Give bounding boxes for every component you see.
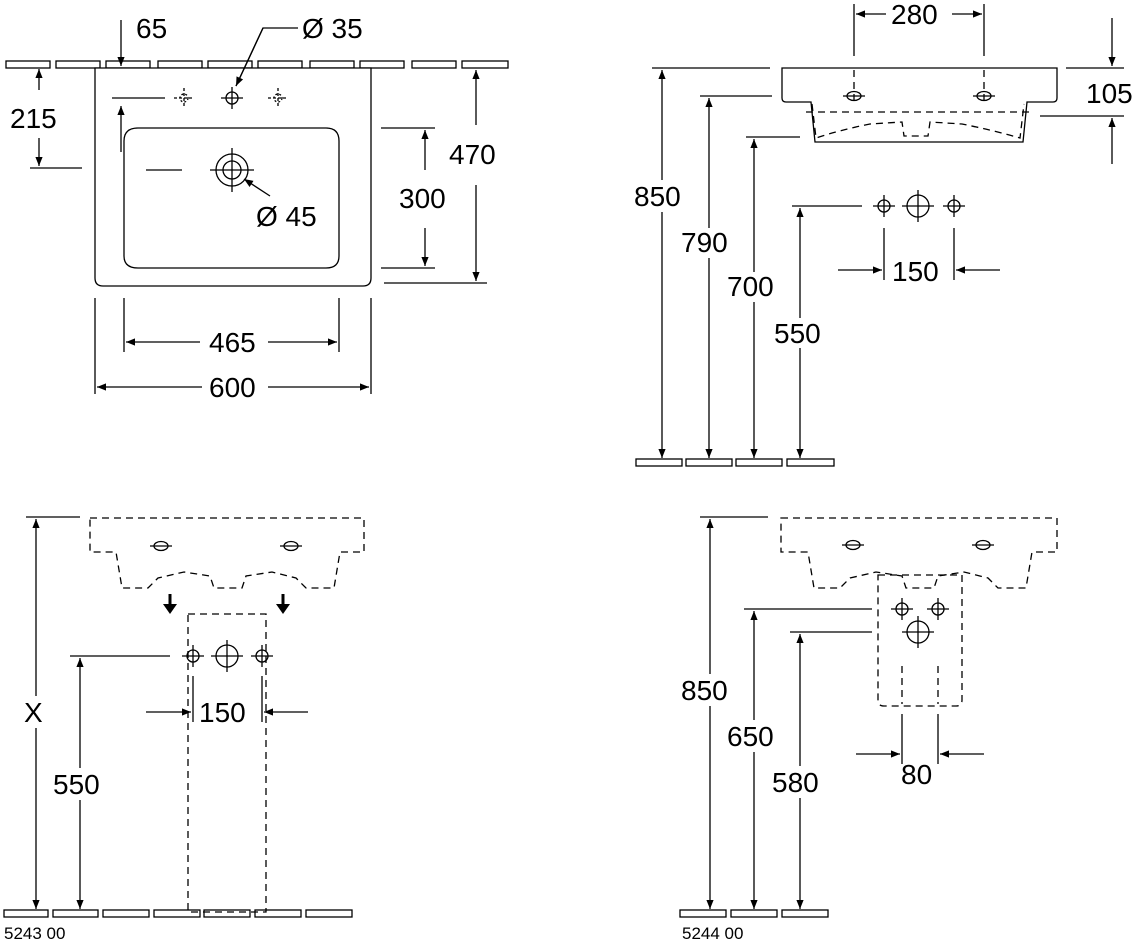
down-arrow-right-icon	[276, 594, 290, 614]
article-code-5244: 5244 00	[682, 924, 743, 943]
dim-150-front: 150	[892, 256, 939, 287]
pedestal-outline	[187, 613, 267, 913]
dim-850-front: 850	[634, 181, 681, 212]
supply-valve-right-icon	[250, 644, 274, 668]
dim-790: 790	[681, 227, 728, 258]
siphon-cover-view-5244: 80 850 650 580 5244 00	[679, 516, 1058, 943]
supply-valve-left-icon	[890, 597, 914, 621]
supply-valve-left-icon	[872, 194, 896, 218]
down-arrow-left-icon	[163, 594, 177, 614]
basin-front	[781, 67, 1058, 143]
dim-650: 650	[727, 721, 774, 752]
supply-valve-right-icon	[926, 597, 950, 621]
dim-470: 470	[449, 139, 496, 170]
front-elevation: 280 105 850 790 700 550	[634, 0, 1133, 467]
dim-215: 215	[10, 103, 57, 134]
dim-280: 280	[891, 0, 938, 30]
tap-hole-option-right-icon	[268, 88, 288, 108]
dim-105: 105	[1086, 78, 1133, 109]
waste-connection-icon	[901, 615, 935, 649]
tap-hole-left-icon	[843, 90, 865, 102]
dim-80: 80	[901, 759, 932, 790]
wall-tiles	[5, 60, 509, 69]
basin-bowl	[123, 127, 340, 269]
dim-580: 580	[772, 767, 819, 798]
dim-465: 465	[209, 327, 256, 358]
supply-valve-left-icon	[181, 644, 205, 668]
waste-connection-icon	[210, 639, 244, 673]
dim-850-siphon: 850	[681, 675, 728, 706]
dim-550-pedestal: 550	[53, 769, 100, 800]
pedestal-view-5243: 150 X 550 5243 00	[3, 516, 365, 943]
dim-65: 65	[136, 13, 167, 44]
waste-connection-icon	[901, 189, 935, 223]
waste-outlet-icon	[210, 148, 254, 192]
tap-hole-right-icon	[973, 90, 995, 102]
floor-tiles	[635, 458, 835, 467]
dim-tap-diameter-35: Ø 35	[302, 13, 363, 44]
dim-150-pedestal: 150	[199, 697, 246, 728]
dim-X: X	[24, 697, 43, 728]
dim-waste-diameter-45: Ø 45	[256, 201, 317, 232]
dim-700: 700	[727, 271, 774, 302]
floor-tiles	[3, 909, 353, 918]
article-code-5243: 5243 00	[4, 924, 65, 943]
dim-600: 600	[209, 372, 256, 403]
dim-550-front: 550	[774, 318, 821, 349]
tap-hole-option-left-icon	[174, 88, 194, 108]
plan-view: 65 Ø 35 215 470 300 Ø 45 465	[5, 13, 509, 403]
basin-outline	[94, 67, 372, 287]
floor-tiles	[679, 909, 829, 918]
dim-300: 300	[399, 183, 446, 214]
siphon-cover-outline	[877, 574, 963, 707]
supply-valve-right-icon	[942, 194, 966, 218]
